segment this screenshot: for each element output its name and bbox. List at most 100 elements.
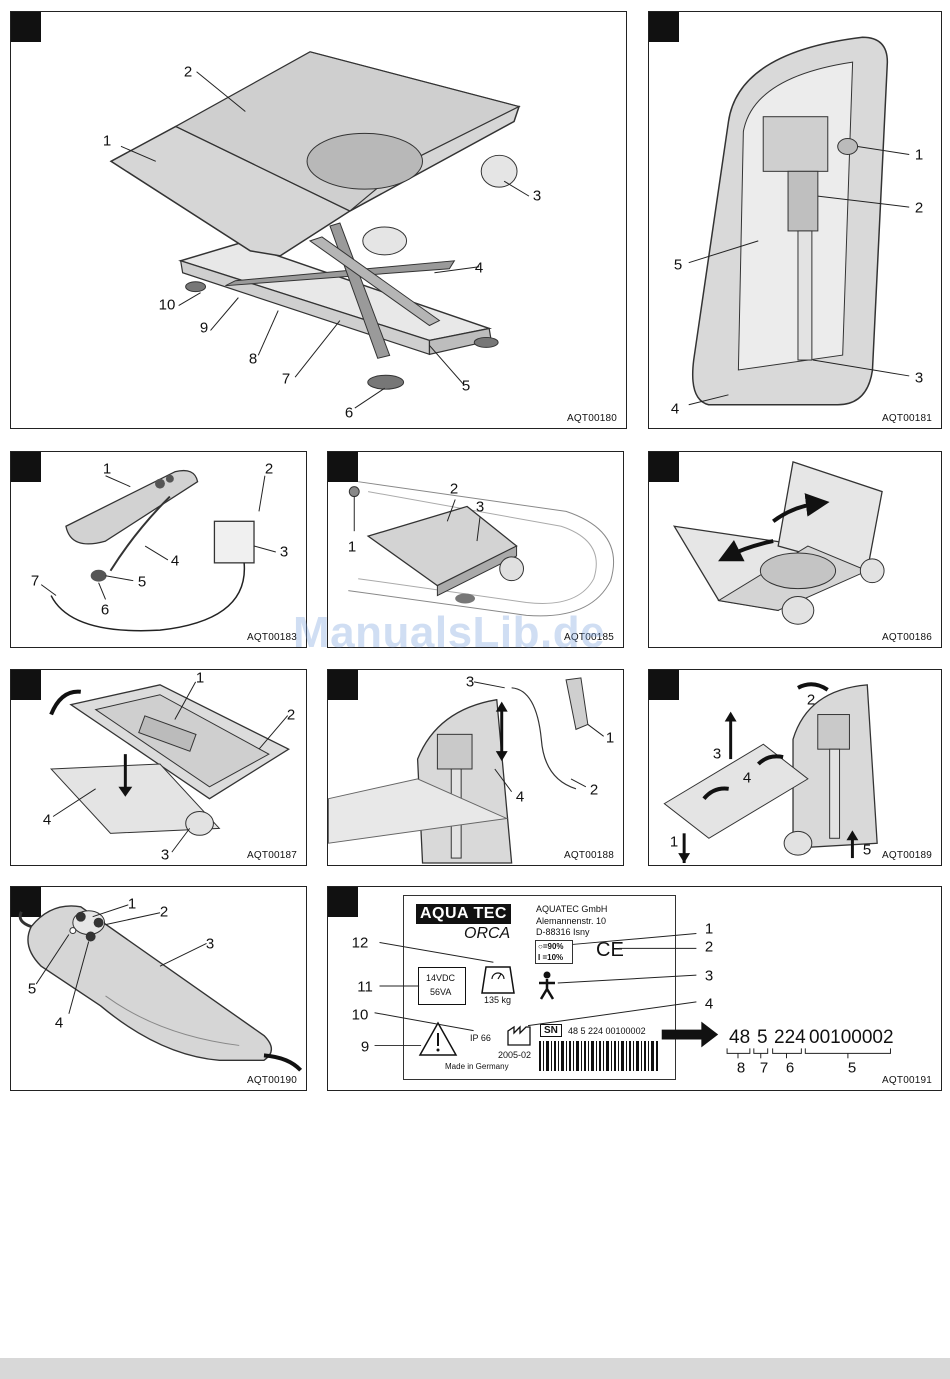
voltage: 14VDC	[426, 973, 456, 983]
panel-marker	[328, 670, 358, 700]
callout-label: 3	[205, 935, 215, 953]
panel-marker	[649, 452, 679, 482]
figure-panel-5: AQT00186	[648, 451, 942, 648]
callout-label: 5	[862, 841, 872, 859]
rating-plate	[403, 895, 676, 1080]
brand-logo: AQUA TEC	[416, 904, 511, 924]
footer-bar	[0, 1358, 950, 1379]
callout-label: 2	[159, 903, 169, 921]
hand-control-charger-illustration	[40, 469, 276, 632]
figure-panel-10: AQUA TEC ORCA AQUATEC GmbH Alemannenstr.…	[327, 886, 942, 1091]
callout-label: 1	[605, 729, 615, 747]
ip-rating: IP 66	[470, 1033, 491, 1043]
figure-panel-6: 1 2 3 4 AQT00187	[10, 669, 307, 866]
folding-sequence-illustration	[663, 682, 878, 864]
callout-label: 6	[344, 404, 354, 422]
company-city: D-88316 Isny	[536, 927, 590, 937]
hand-control-closeup-illustration	[18, 904, 303, 1072]
ce-mark: CE	[596, 939, 624, 961]
callout-label: 1	[102, 460, 112, 478]
backrest-actuator-illustration	[688, 36, 910, 406]
figure-code: AQT00191	[881, 1075, 933, 1086]
humidity-max: ○=90%	[538, 942, 564, 951]
hand-control-connection-illustration	[328, 677, 604, 864]
barcode	[539, 1041, 658, 1071]
callout-label: 3	[279, 543, 289, 561]
callout-label: 7	[30, 572, 40, 590]
callout-label: 4	[42, 811, 52, 829]
manufacture-date: 2005-02	[498, 1050, 532, 1060]
manufacture-date-icon	[507, 1025, 531, 1046]
figure-panel-9: 1 2 3 4 5 AQT00190	[10, 886, 307, 1091]
serial-part-5: 00100002	[809, 1027, 894, 1048]
callout-label: 3	[475, 498, 485, 516]
panel-marker	[328, 887, 358, 917]
callout-label: 7	[281, 370, 291, 388]
lift-in-bathtub-illustration	[348, 481, 615, 617]
company-street: Alemannenstr. 10	[536, 916, 607, 926]
serial-part-label: 7	[759, 1059, 769, 1077]
figure-code: AQT00181	[881, 413, 933, 424]
callout-label: 2	[914, 199, 924, 217]
callout-label: 4	[670, 400, 680, 418]
panel-marker	[11, 452, 41, 482]
made-in: Made in Germany	[445, 1062, 509, 1071]
callout-label: 5	[461, 377, 471, 395]
callout-label: 2	[589, 781, 599, 799]
callout-label: 2	[264, 460, 274, 478]
humidity-min: I =10%	[538, 953, 564, 962]
serial-number-plate: 48 5 224 00100002	[568, 1026, 646, 1036]
callout-label: 3	[160, 846, 170, 864]
callout-label: 1	[347, 538, 357, 556]
callout-label: 4	[742, 769, 752, 787]
callout-label: 4	[515, 788, 525, 806]
panel-marker	[11, 12, 41, 42]
serial-part-label: 5	[847, 1059, 857, 1077]
humidity-symbol: ○=90% I =10%	[535, 940, 573, 964]
backrest-removal-illustration	[49, 681, 290, 853]
callout-label: 1	[669, 833, 679, 851]
callout-label: 2	[286, 706, 296, 724]
power-rating: 56VA	[430, 987, 452, 997]
callout-label: 3	[704, 967, 714, 985]
warning-triangle-icon	[418, 1021, 458, 1056]
panel-marker	[649, 12, 679, 42]
figure-panel-2: 1 2 3 4 5 AQT00181	[648, 11, 942, 429]
callout-label: 3	[914, 369, 924, 387]
figure-code: AQT00180	[566, 413, 618, 424]
callout-label: 3	[532, 187, 542, 205]
callout-label: 1	[704, 920, 714, 938]
company-name: AQUATEC GmbH	[536, 904, 608, 914]
callout-label: 10	[351, 1006, 369, 1024]
panel-marker	[649, 670, 679, 700]
callout-label: 1	[914, 146, 924, 164]
serial-part-label: 6	[785, 1059, 795, 1077]
panel-marker	[11, 887, 41, 917]
callout-label: 11	[357, 978, 373, 996]
callout-label: 2	[183, 63, 193, 81]
serial-part-8: 48	[729, 1027, 751, 1048]
callout-label: 9	[199, 319, 209, 337]
callout-label: 2	[704, 938, 714, 956]
figure-panel-4: 1 2 3 AQT00185	[327, 451, 624, 648]
serial-part-label: 8	[736, 1059, 746, 1077]
seat-flaps-folding-illustration	[672, 461, 885, 625]
callout-label: 2	[806, 691, 816, 709]
figure-panel-7: 1 2 3 4 AQT00188	[327, 669, 624, 866]
panel-marker	[328, 452, 358, 482]
panel-marker	[11, 670, 41, 700]
max-load: 135 kg	[484, 995, 512, 1005]
type-b-person-icon	[539, 971, 555, 1000]
callout-label: 6	[100, 601, 110, 619]
serial-part-7: 5	[757, 1027, 768, 1048]
model-name: ORCA	[464, 925, 511, 942]
callout-label: 4	[474, 259, 484, 277]
bath-lift-overview-illustration	[109, 51, 530, 409]
figure-code: AQT00190	[246, 1075, 298, 1086]
figure-code: AQT00189	[881, 850, 933, 861]
callout-label: 4	[54, 1014, 64, 1032]
callout-label: 5	[137, 573, 147, 591]
callout-label: 1	[127, 895, 137, 913]
callout-label: 1	[195, 669, 205, 687]
figure-code: AQT00186	[881, 632, 933, 643]
